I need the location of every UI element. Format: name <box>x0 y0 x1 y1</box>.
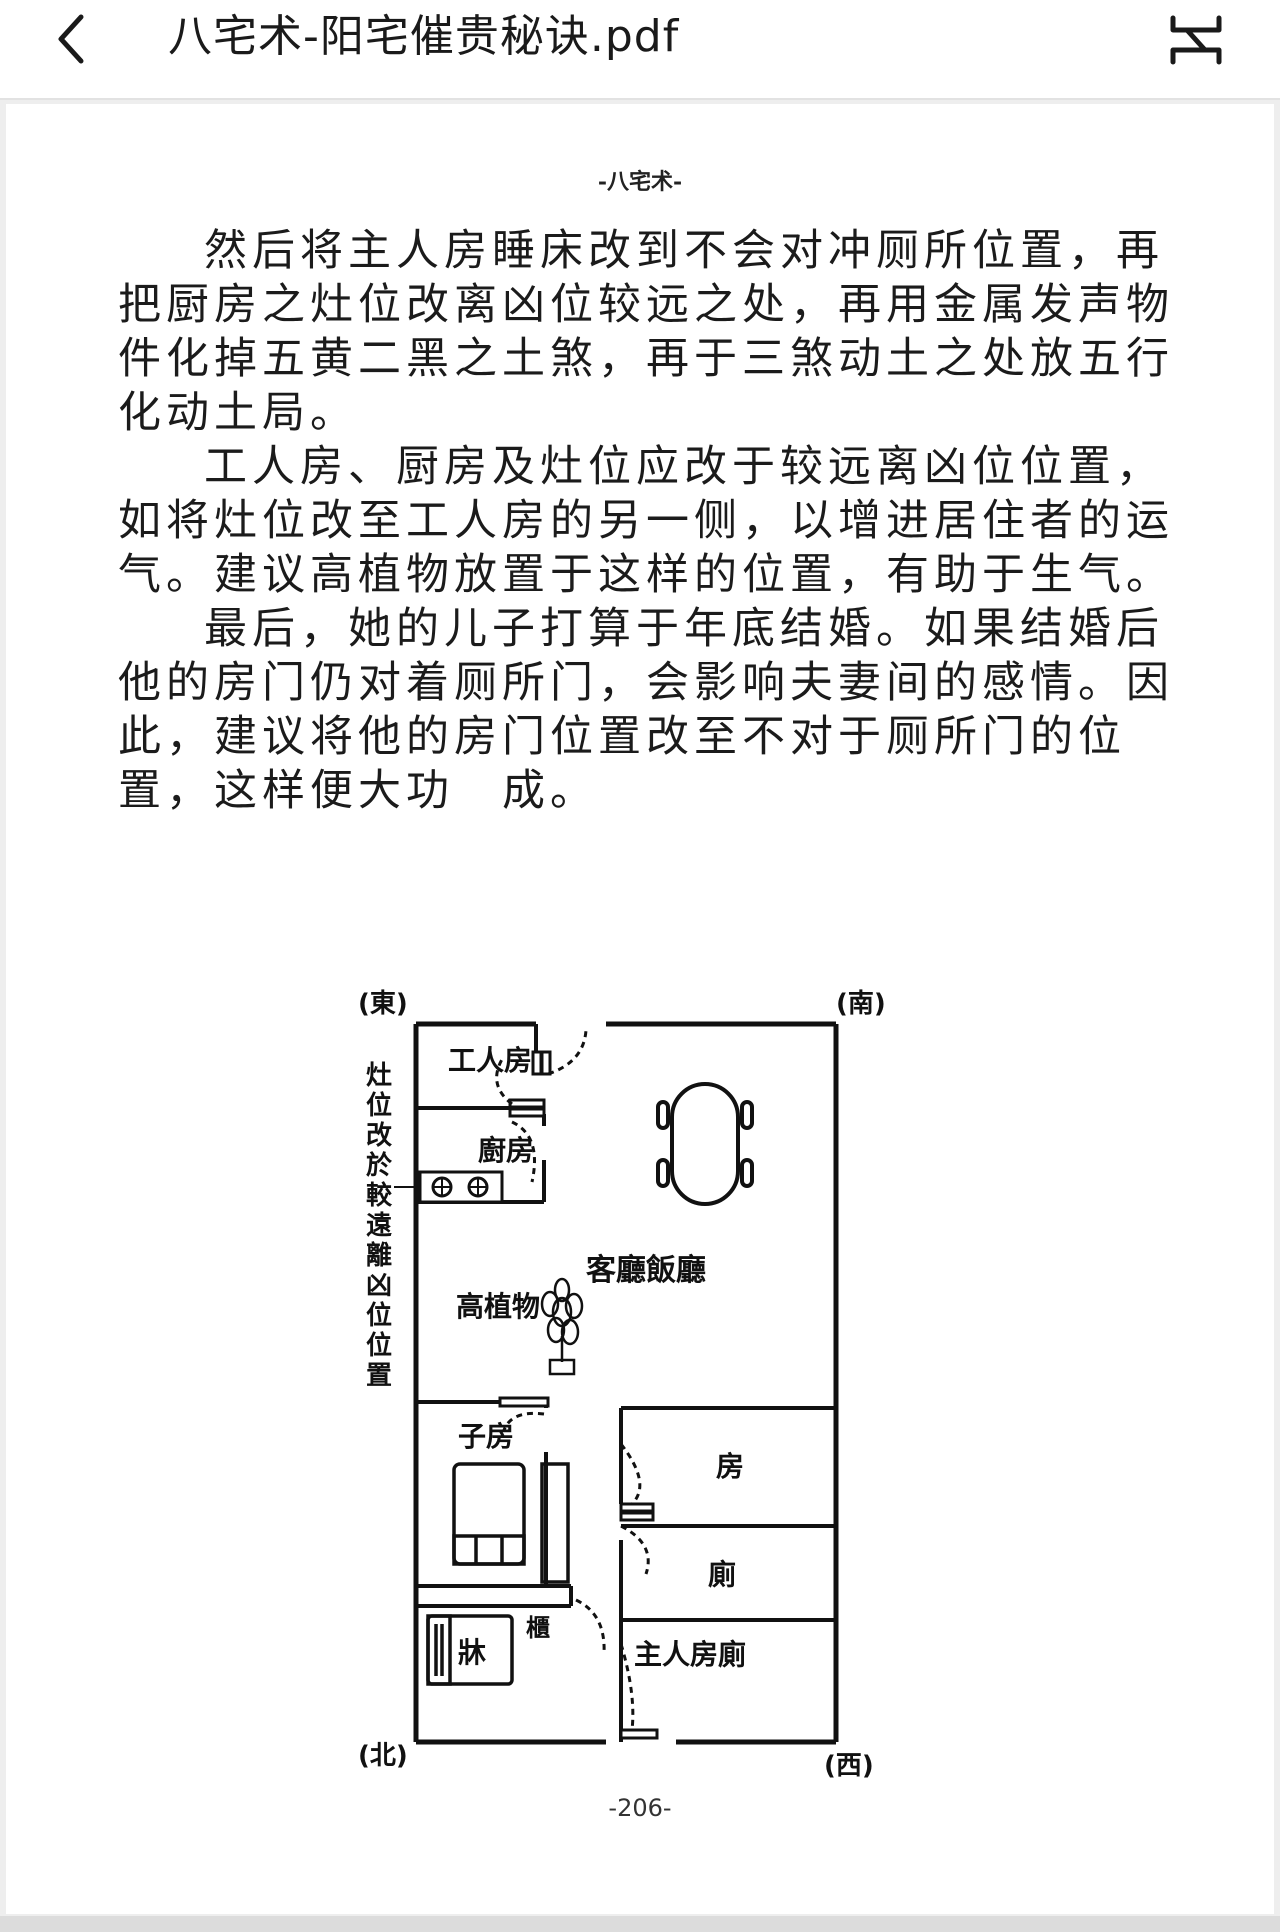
note-char: 於 <box>366 1150 392 1181</box>
dining-table-icon <box>656 1082 754 1206</box>
pdf-page[interactable]: -八宅术- 然后将主人房睡床改到不会对冲厕所位置，再把厨房之灶位改离凶位较远之处… <box>6 104 1274 1914</box>
running-head: -八宅术- <box>597 169 683 195</box>
page-number: -206- <box>608 1794 672 1822</box>
room-label: 房 <box>716 1450 744 1483</box>
bed-label: 牀 <box>458 1636 486 1669</box>
kitchen-label: 廚房 <box>478 1134 534 1167</box>
servant-room-label: 工人房 <box>448 1044 532 1077</box>
cabinet-label: 櫃 <box>526 1614 550 1642</box>
next-page-edge <box>0 1916 1280 1932</box>
direction-east-label: (東) <box>358 989 408 1019</box>
stove-icon <box>418 1170 504 1204</box>
back-button[interactable] <box>36 4 106 74</box>
note-char: 位 <box>366 1300 392 1331</box>
page-body-text: 然后将主人房睡床改到不会对冲厕所位置，再把厨房之灶位改离凶位较远之处，再用金属发… <box>118 224 1178 818</box>
note-char: 置 <box>366 1361 392 1391</box>
direction-north-label: (北) <box>358 1741 408 1771</box>
note-char: 離 <box>366 1240 392 1271</box>
note-char: 改 <box>366 1120 392 1151</box>
master-toilet-label: 主人房廁 <box>634 1638 746 1671</box>
stove-relocation-note: 灶 位 改 於 較 遠 離 凶 位 位 置 <box>366 1061 420 1391</box>
wardrobe-icon <box>540 1462 570 1584</box>
paragraph: 然后将主人房睡床改到不会对冲厕所位置，再把厨房之灶位改离凶位较远之处，再用金属发… <box>118 226 1174 438</box>
tall-plant-label: 高植物 <box>456 1290 540 1323</box>
top-app-bar: 八宅术-阳宅催贵秘诀.pdf <box>0 0 1280 100</box>
note-char: 凶 <box>366 1271 392 1301</box>
son-room-label: 子房 <box>458 1420 514 1453</box>
master-bed-icon <box>426 1614 514 1686</box>
paragraph: 最后，她的儿子打算于年底结婚。如果结婚后他的房门仍对着厕所门，会影响夫妻间的感情… <box>118 604 1174 816</box>
note-char: 遠 <box>366 1211 392 1241</box>
document-title: 八宅术-阳宅催贵秘诀.pdf <box>168 11 680 62</box>
reader-menu-button[interactable] <box>1160 4 1232 76</box>
direction-south-label: (南) <box>836 989 886 1019</box>
direction-west-label: (西) <box>824 1751 874 1781</box>
toilet-label: 廁 <box>708 1558 736 1591</box>
son-bed-icon <box>452 1462 526 1566</box>
door-swing-arcs <box>495 1029 650 1731</box>
living-dining-label: 客廳飯廳 <box>586 1253 706 1288</box>
floor-plan-diagram: (東) (南) (北) (西) <box>358 989 886 1781</box>
note-char: 位 <box>366 1090 392 1121</box>
note-char: 灶 <box>366 1061 392 1091</box>
note-char: 較 <box>366 1180 393 1211</box>
chevron-left-icon <box>58 14 84 64</box>
note-char: 位 <box>366 1330 392 1361</box>
door-jamb-markers <box>498 1050 659 1740</box>
outer-walls <box>413 1021 839 1745</box>
paragraph: 工人房、厨房及灶位应改于较远离凶位位置，如将灶位改至工人房的另一侧，以增进居住者… <box>118 442 1174 600</box>
interior-walls <box>416 1024 836 1742</box>
reader-menu-icon <box>1170 15 1222 65</box>
plant-icon <box>540 1277 584 1376</box>
